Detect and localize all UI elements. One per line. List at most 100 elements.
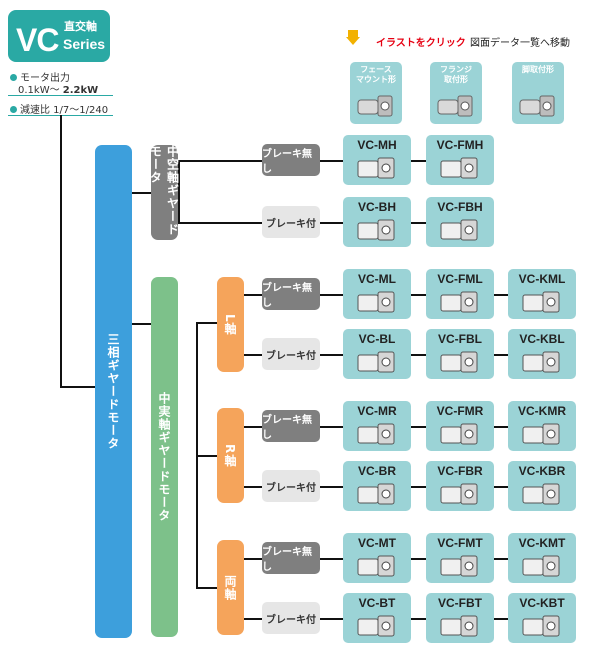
gearmotor-icon bbox=[440, 615, 478, 637]
connector-line bbox=[132, 192, 152, 194]
gearmotor-icon bbox=[357, 219, 395, 241]
model-label: VC-KML bbox=[518, 272, 566, 286]
gearmotor-icon bbox=[357, 291, 395, 313]
card-line bbox=[320, 294, 343, 296]
brake-none-label: ブレーキ無し bbox=[262, 410, 320, 442]
model-label: VC-BT bbox=[358, 596, 396, 610]
gearmotor-icon bbox=[357, 483, 395, 505]
model-card-vc-kmr[interactable]: VC-KMR bbox=[508, 401, 576, 451]
gearmotor-icon bbox=[357, 555, 395, 577]
gearmotor-icon bbox=[440, 291, 478, 313]
model-card-vc-ml[interactable]: VC-ML bbox=[343, 269, 411, 319]
gearmotor-icon bbox=[440, 423, 478, 445]
model-card-vc-bl[interactable]: VC-BL bbox=[343, 329, 411, 379]
model-label: VC-FBH bbox=[437, 200, 483, 214]
shaft-both-bar: 両軸 bbox=[217, 540, 244, 635]
gearmotor-icon bbox=[522, 615, 560, 637]
model-label: VC-MT bbox=[358, 536, 396, 550]
model-card-vc-fbh[interactable]: VC-FBH bbox=[426, 197, 494, 247]
card-link-line bbox=[411, 618, 426, 620]
model-card-vc-br[interactable]: VC-BR bbox=[343, 461, 411, 511]
model-card-vc-fml[interactable]: VC-FML bbox=[426, 269, 494, 319]
card-line bbox=[320, 354, 343, 356]
series-jiku: 直交軸 bbox=[64, 20, 97, 33]
branch-line bbox=[244, 294, 262, 296]
motor-icon bbox=[437, 95, 473, 117]
solid-shaft-bar: 中実軸ギヤードモータ bbox=[151, 277, 178, 637]
shaft-r-bar: R軸 bbox=[217, 408, 244, 503]
mount-type-2[interactable]: フランジ 取付形 bbox=[430, 62, 482, 124]
branch-line bbox=[244, 486, 262, 488]
brake-with-label: ブレーキ付 bbox=[262, 338, 320, 370]
model-card-vc-kmt[interactable]: VC-KMT bbox=[508, 533, 576, 583]
gearmotor-icon bbox=[522, 351, 560, 373]
series-name: Series bbox=[63, 36, 106, 52]
gearmotor-icon bbox=[357, 615, 395, 637]
model-card-vc-mt[interactable]: VC-MT bbox=[343, 533, 411, 583]
gearmotor-icon bbox=[522, 555, 560, 577]
model-label: VC-FBL bbox=[438, 332, 482, 346]
card-line bbox=[320, 222, 343, 224]
model-card-vc-bt[interactable]: VC-BT bbox=[343, 593, 411, 643]
connector-line bbox=[196, 322, 218, 324]
motor-icon bbox=[519, 95, 555, 117]
branch-line bbox=[244, 558, 262, 560]
model-card-vc-kml[interactable]: VC-KML bbox=[508, 269, 576, 319]
model-label: VC-FMH bbox=[436, 138, 484, 152]
mount-type-3[interactable]: 脚取付形 bbox=[512, 62, 564, 124]
card-link-line bbox=[411, 558, 426, 560]
card-link-line bbox=[411, 294, 426, 296]
brake-none-label: ブレーキ無し bbox=[262, 542, 320, 574]
model-card-vc-fmt[interactable]: VC-FMT bbox=[426, 533, 494, 583]
model-label: VC-FMR bbox=[436, 404, 484, 418]
model-card-vc-fmh[interactable]: VC-FMH bbox=[426, 135, 494, 185]
model-card-vc-fmr[interactable]: VC-FMR bbox=[426, 401, 494, 451]
branch-line bbox=[244, 618, 262, 620]
gearmotor-icon bbox=[522, 483, 560, 505]
spec-divider bbox=[8, 95, 113, 96]
mount-type-label: フランジ 取付形 bbox=[440, 65, 472, 84]
brake-none-label: ブレーキ無し bbox=[262, 278, 320, 310]
gearmotor-icon bbox=[440, 157, 478, 179]
branch-line bbox=[178, 160, 262, 162]
model-card-vc-mh[interactable]: VC-MH bbox=[343, 135, 411, 185]
click-hint-black: 図面データ一覧へ移動 bbox=[470, 38, 570, 49]
model-card-vc-kbl[interactable]: VC-KBL bbox=[508, 329, 576, 379]
model-label: VC-FBT bbox=[438, 596, 482, 610]
model-label: VC-KMR bbox=[518, 404, 566, 418]
branch-line bbox=[244, 426, 262, 428]
spec-ratio: 減速比 1/7～1/240 bbox=[10, 101, 108, 116]
brake-with-label: ブレーキ付 bbox=[262, 206, 320, 238]
model-card-vc-bh[interactable]: VC-BH bbox=[343, 197, 411, 247]
mount-type-1[interactable]: フェース マウント形 bbox=[350, 62, 402, 124]
connector-line bbox=[178, 160, 180, 224]
card-line bbox=[320, 160, 343, 162]
model-card-vc-fbr[interactable]: VC-FBR bbox=[426, 461, 494, 511]
model-label: VC-FBR bbox=[437, 464, 483, 478]
model-card-vc-kbr[interactable]: VC-KBR bbox=[508, 461, 576, 511]
card-link-line bbox=[494, 486, 508, 488]
model-card-vc-fbl[interactable]: VC-FBL bbox=[426, 329, 494, 379]
card-link-line bbox=[494, 354, 508, 356]
card-line bbox=[320, 486, 343, 488]
gearmotor-icon bbox=[357, 423, 395, 445]
shaft-l-bar: L軸 bbox=[217, 277, 244, 372]
model-label: VC-KMT bbox=[518, 536, 566, 550]
connector-line bbox=[60, 386, 96, 388]
model-label: VC-ML bbox=[358, 272, 396, 286]
model-label: VC-FMT bbox=[437, 536, 483, 550]
mount-type-label: フェース マウント形 bbox=[356, 65, 396, 84]
model-card-vc-kbt[interactable]: VC-KBT bbox=[508, 593, 576, 643]
model-label: VC-KBR bbox=[518, 464, 566, 478]
three-phase-bar: 三相ギヤードモータ bbox=[95, 145, 132, 638]
card-link-line bbox=[494, 618, 508, 620]
model-card-vc-mr[interactable]: VC-MR bbox=[343, 401, 411, 451]
series-vc: VC bbox=[16, 22, 59, 58]
card-link-line bbox=[494, 426, 508, 428]
brake-with-label: ブレーキ付 bbox=[262, 470, 320, 502]
gearmotor-icon bbox=[440, 555, 478, 577]
branch-line bbox=[178, 222, 262, 224]
card-line bbox=[320, 426, 343, 428]
gearmotor-icon bbox=[440, 351, 478, 373]
model-card-vc-fbt[interactable]: VC-FBT bbox=[426, 593, 494, 643]
